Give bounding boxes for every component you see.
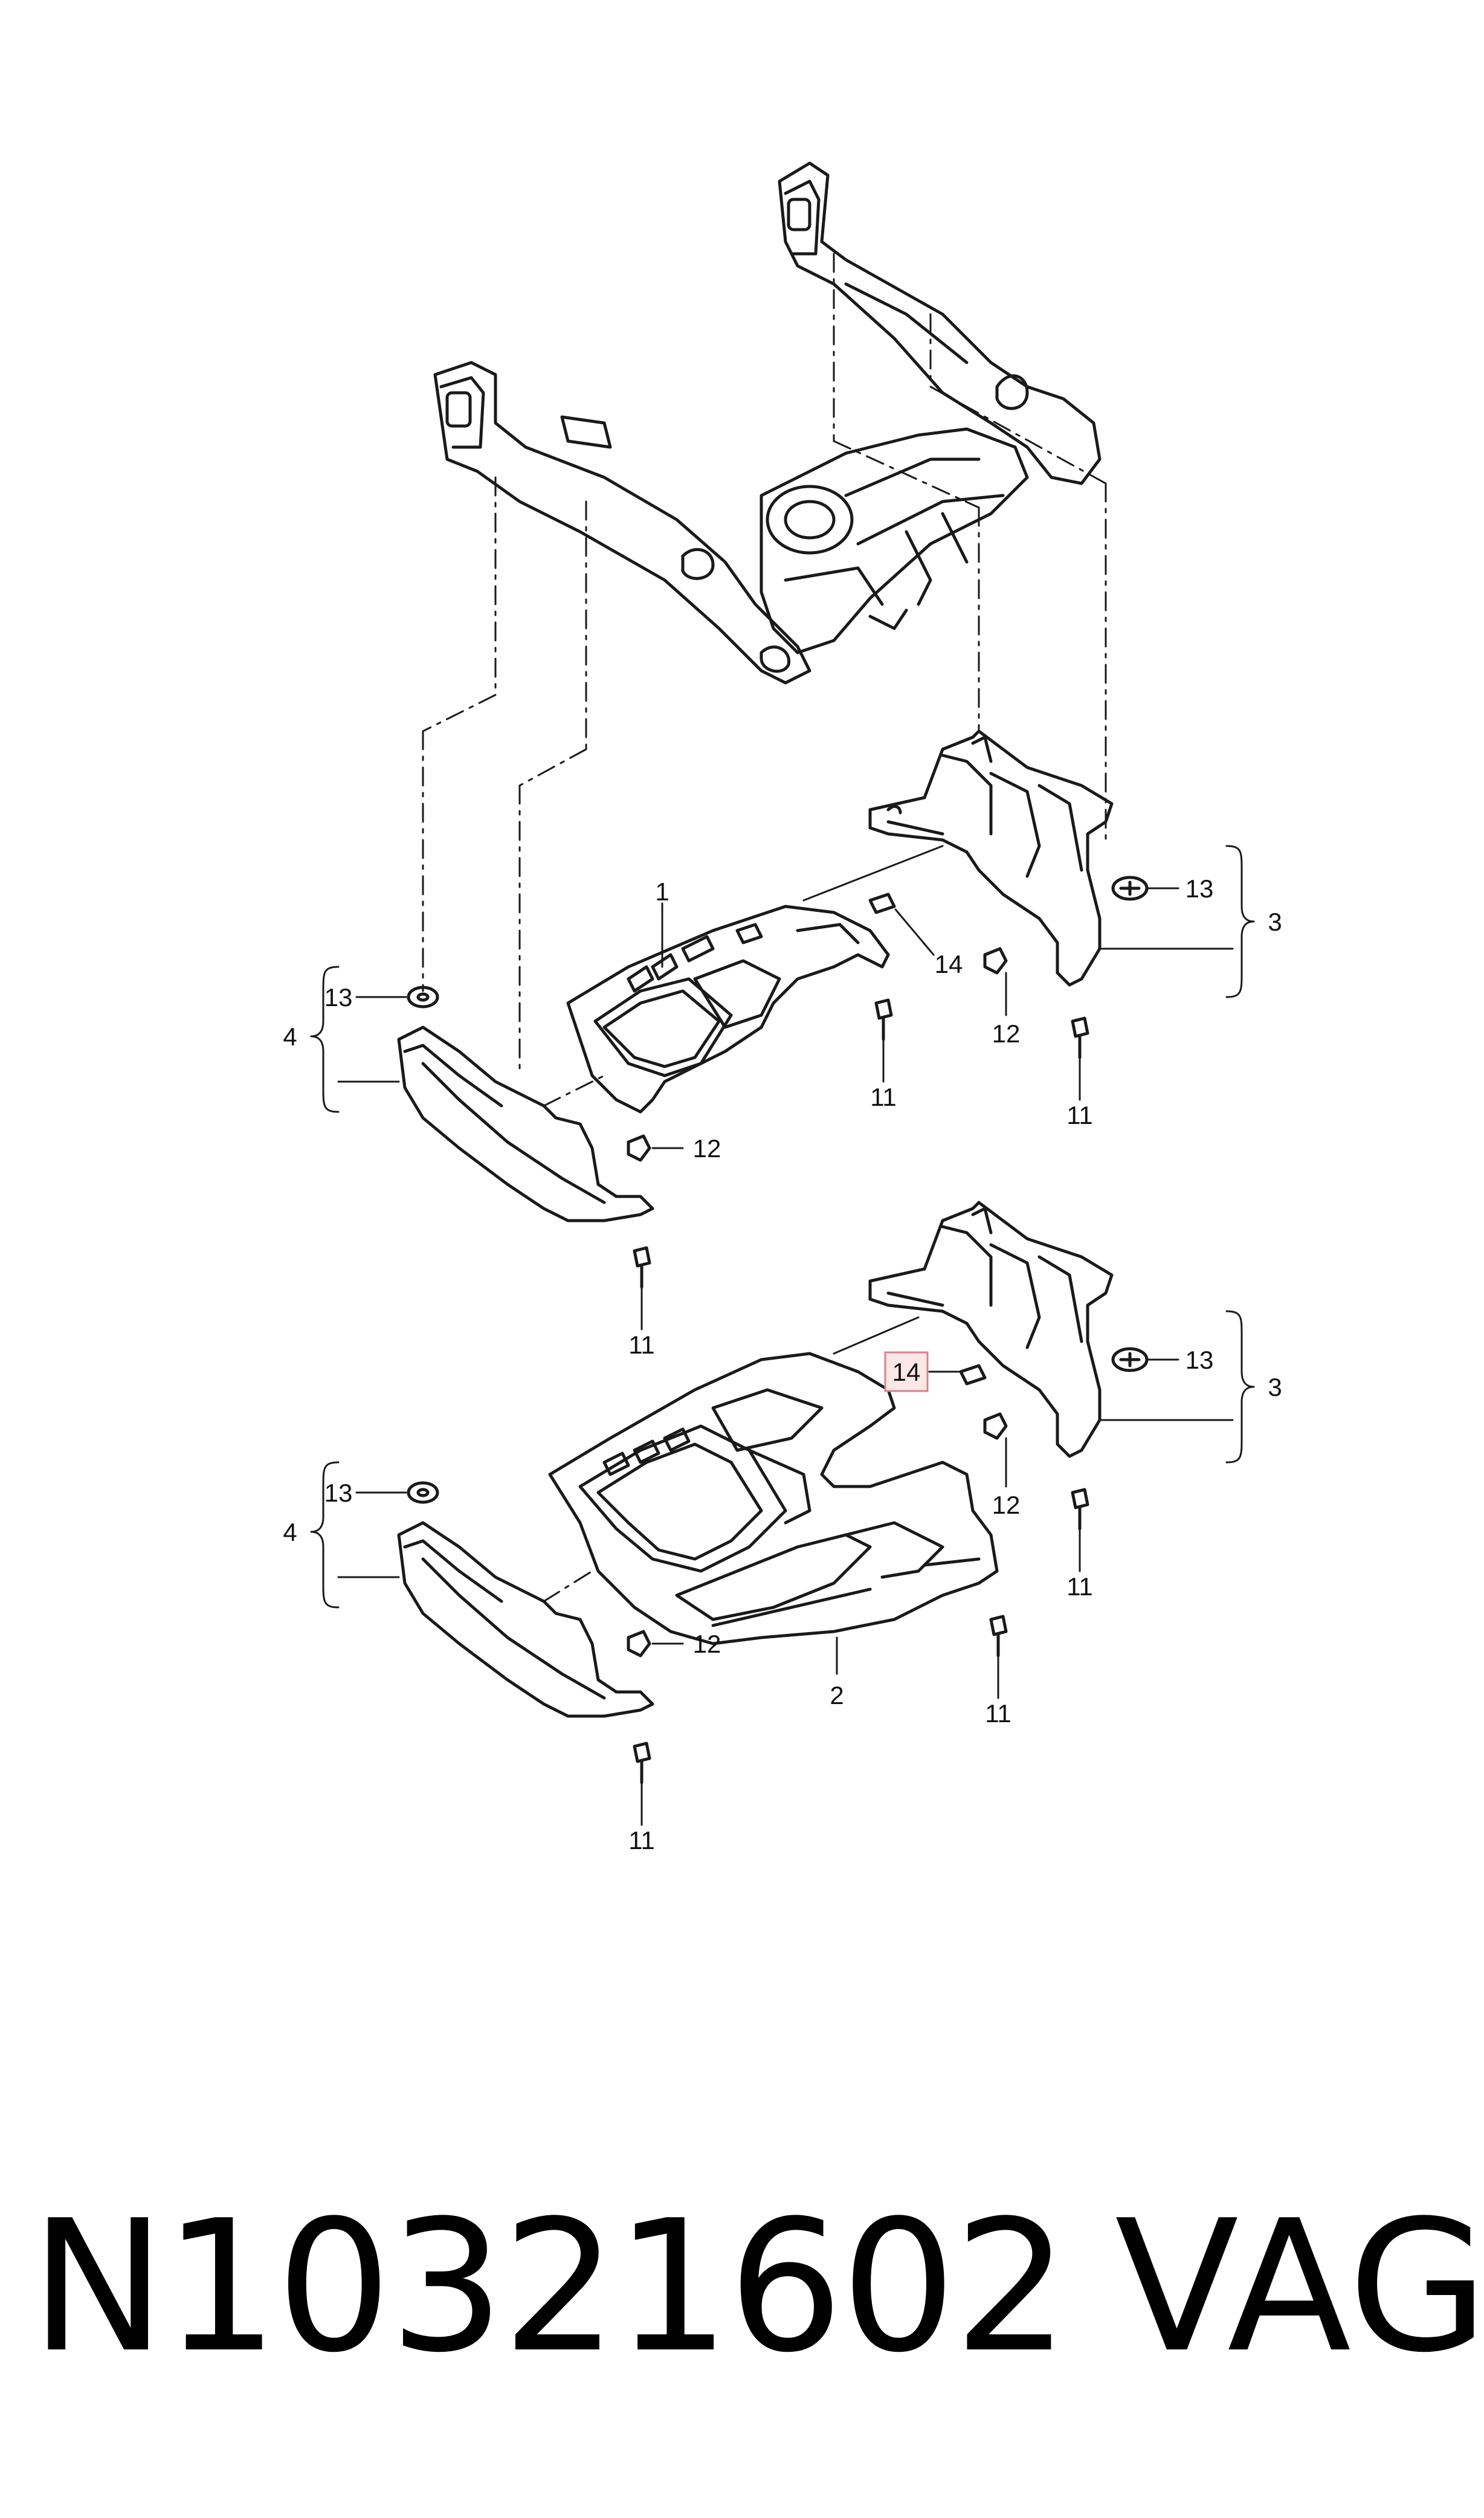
callout-4-lower: 4 — [283, 1518, 297, 1546]
nut-12-right-upper — [983, 947, 1008, 975]
part-number: N10321602 — [30, 2181, 1069, 2392]
callout-11-left-lower: 11 — [628, 1826, 655, 1855]
clip-14-lower — [959, 1364, 987, 1386]
brand-name: VAG — [1115, 2181, 1484, 2392]
footer: N10321602 VAG — [0, 2187, 1484, 2387]
callout-4-upper: 4 — [283, 1022, 297, 1051]
nut-12-left-lower — [627, 1630, 651, 1658]
bolt-11-upper — [633, 998, 1089, 1289]
callout-13-left-upper: 13 — [324, 983, 353, 1012]
callout-11-right-upper: 11 — [1066, 1101, 1093, 1129]
callout-labels: 1 13 4 13 3 14 12 12 11 11 11 2 13 4 13 … — [283, 874, 1282, 1855]
callout-14-upper: 14 — [935, 950, 963, 978]
washer-13-left-lower — [407, 1481, 439, 1504]
washer-13-right-lower — [1111, 1347, 1149, 1372]
callout-12-left-lower: 12 — [693, 1630, 721, 1658]
leader-lines — [310, 845, 1255, 1826]
washer-13-left-upper — [407, 986, 439, 1009]
callout-13-left-lower: 13 — [324, 1479, 353, 1507]
callout-2: 2 — [830, 1681, 844, 1709]
callout-11-mid-lower: 11 — [985, 1699, 1011, 1728]
callout-14-lower: 14 — [892, 1358, 921, 1386]
callout-11-mid-upper: 11 — [870, 1083, 897, 1111]
assembly-lines-top — [422, 253, 1107, 1077]
callout-12-right-lower: 12 — [992, 1491, 1021, 1519]
part-3-upper — [868, 729, 1114, 987]
part-3-lower — [868, 1201, 1114, 1458]
bolt-11-lower — [633, 1488, 1089, 1784]
washer-13-right-upper — [1111, 876, 1149, 901]
callout-12-right-upper: 12 — [992, 1019, 1021, 1048]
part-4-upper — [397, 1025, 654, 1222]
callout-3-lower: 3 — [1268, 1373, 1282, 1401]
callout-11-left-upper: 11 — [628, 1331, 655, 1359]
callout-1: 1 — [655, 877, 669, 906]
part-1-engine-shield — [566, 905, 890, 1114]
callout-3-upper: 3 — [1268, 908, 1282, 936]
callout-13-right-lower: 13 — [1186, 1346, 1214, 1374]
lower-assembly — [397, 1201, 1149, 1784]
subframe — [433, 161, 1102, 685]
part-2-large-shield — [548, 1352, 999, 1645]
upper-assembly — [397, 729, 1149, 1289]
callout-12-left-upper: 12 — [693, 1134, 721, 1163]
callout-11-right-lower: 11 — [1066, 1572, 1093, 1601]
clip-14-upper — [868, 893, 896, 914]
highlight-box — [884, 1351, 929, 1392]
nut-12-right-lower — [983, 1412, 1008, 1440]
part-4-lower — [397, 1521, 654, 1718]
callout-13-right-upper: 13 — [1186, 874, 1214, 903]
nut-12-left-upper — [627, 1134, 651, 1162]
